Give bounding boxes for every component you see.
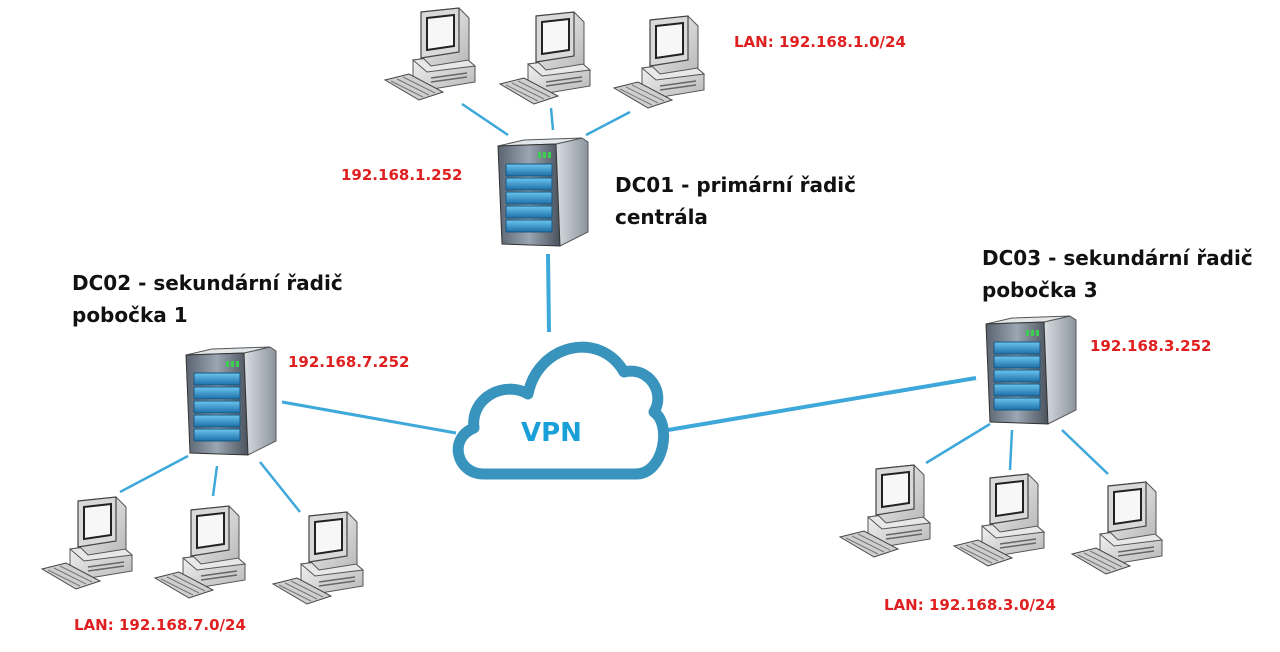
link-branch1-pc2 <box>211 465 219 497</box>
workstation-icon <box>1071 481 1163 575</box>
link-branch3-pc1 <box>925 422 991 465</box>
vpn-cloud <box>452 341 670 480</box>
link-branch1-pc1 <box>119 454 189 494</box>
central-lan-label: LAN: 192.168.1.0/24 <box>734 33 906 51</box>
link-branch3-vpn <box>661 376 977 433</box>
workstation-icon <box>953 473 1045 567</box>
central-workstations <box>384 7 705 109</box>
cloud-icon <box>452 341 670 480</box>
central-subtitle: centrála <box>615 205 708 229</box>
server-icon <box>185 346 277 456</box>
connection-lines <box>119 102 1109 513</box>
workstation-icon <box>499 11 591 105</box>
central-title: DC01 - primární řadič <box>615 173 857 197</box>
branch3-subtitle: pobočka 3 <box>982 278 1098 302</box>
workstation-icon <box>384 7 476 101</box>
branch3-lan-label: LAN: 192.168.3.0/24 <box>884 596 1056 614</box>
link-central-pc1 <box>461 102 509 137</box>
branch3-workstations <box>839 464 1163 575</box>
branch1-server-ip: 192.168.7.252 <box>288 353 410 371</box>
branch1-workstations <box>41 496 364 605</box>
branch3-server-ip: 192.168.3.252 <box>1090 337 1212 355</box>
branch1-lan-label: LAN: 192.168.7.0/24 <box>74 616 246 634</box>
workstation-icon <box>613 15 705 109</box>
link-branch3-pc3 <box>1061 429 1109 475</box>
workstation-icon <box>41 496 133 590</box>
central-server-ip: 192.168.1.252 <box>341 166 463 184</box>
branch1-subtitle: pobočka 1 <box>72 303 188 327</box>
link-branch1-pc3 <box>259 461 301 513</box>
link-branch1-vpn <box>281 400 457 435</box>
workstation-icon <box>154 505 246 599</box>
link-branch3-pc2 <box>1008 429 1014 471</box>
branch3-title: DC03 - sekundární řadič <box>982 246 1253 270</box>
link-central-pc2 <box>549 107 555 131</box>
branch1-title: DC02 - sekundární řadič <box>72 271 343 295</box>
server-icon <box>497 137 589 247</box>
link-central-pc3 <box>585 110 631 137</box>
vpn-label: VPN <box>521 418 582 448</box>
workstation-icon <box>272 511 364 605</box>
workstation-icon <box>839 464 931 558</box>
server-icon <box>985 315 1077 425</box>
link-central-vpn <box>546 253 551 333</box>
